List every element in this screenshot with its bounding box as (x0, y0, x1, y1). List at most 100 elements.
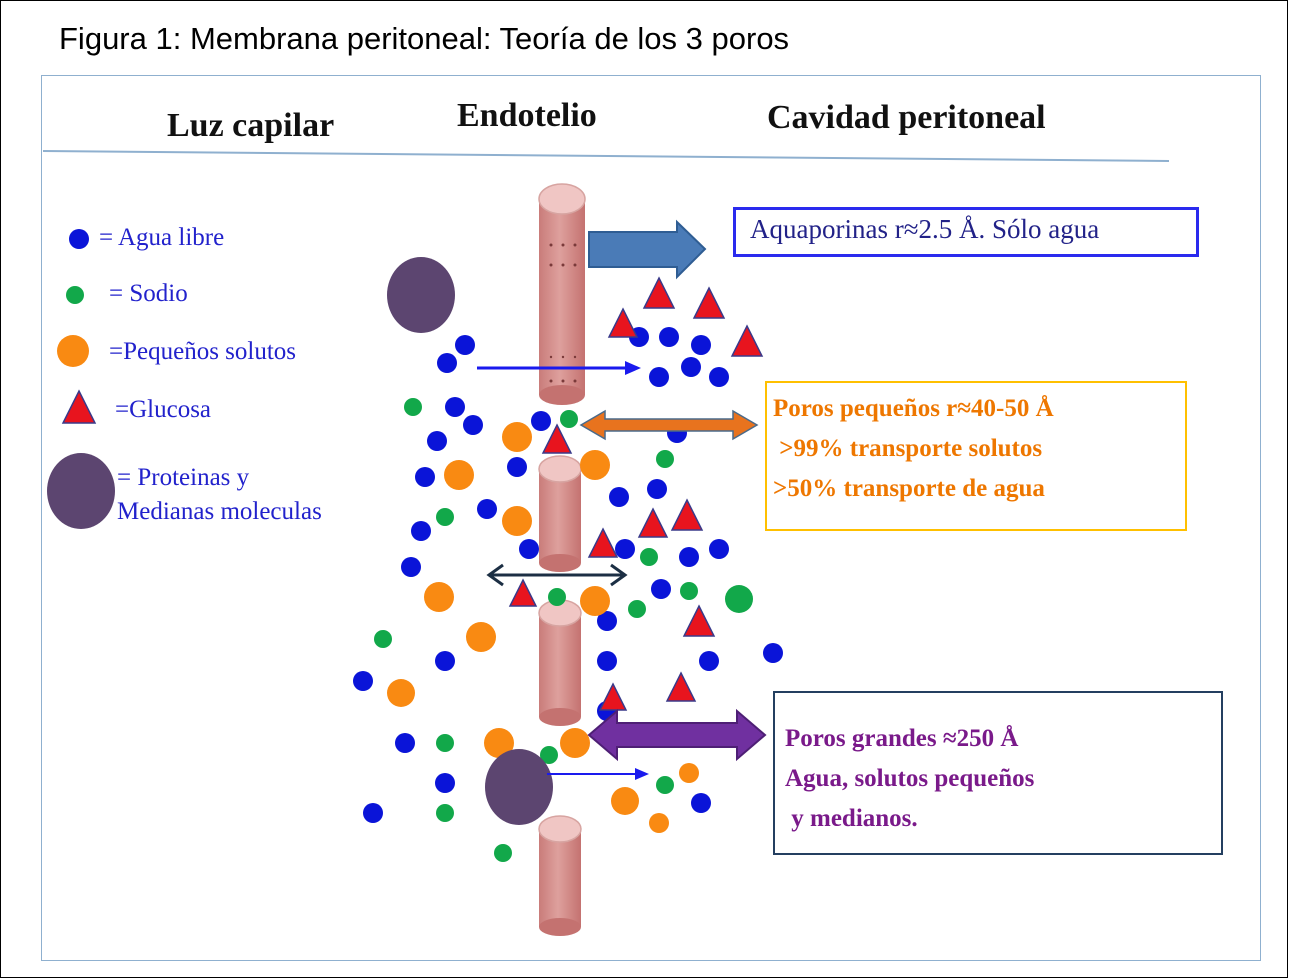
water-molecule (445, 397, 465, 417)
small-solute-molecule (502, 506, 532, 536)
legend-proteins-line-1: = Proteinas y (117, 464, 250, 491)
water-molecule (691, 793, 711, 813)
glucose-molecule (682, 604, 716, 637)
sodium-molecule (436, 734, 454, 752)
molecule-field (47, 229, 783, 862)
small-pores-box: Poros pequeños r≈40-50 Å >99% transporte… (765, 381, 1187, 531)
sodium-molecule (656, 450, 674, 468)
figure-title: Figura 1: Membrana peritoneal: Teoría de… (59, 21, 790, 56)
small-solute-molecule (484, 728, 514, 758)
sodium-molecule (494, 844, 512, 862)
small-solute-molecule (679, 763, 699, 783)
glucose-molecule (637, 507, 669, 538)
water-molecule (659, 327, 679, 347)
sodium-molecule (374, 630, 392, 648)
water-molecule (437, 353, 457, 373)
glucose-molecule (730, 324, 764, 357)
small-solute-molecule (424, 582, 454, 612)
water-molecule (353, 671, 373, 691)
arrow-small-pore-black (486, 563, 628, 587)
small-solute-molecule (502, 422, 532, 452)
water-molecule (395, 733, 415, 753)
glucose-molecule (607, 307, 639, 338)
glucose-molecule (598, 682, 628, 711)
water-molecule (477, 499, 497, 519)
water-molecule (699, 651, 719, 671)
glucose-molecule (508, 578, 538, 607)
water-molecule (609, 487, 629, 507)
sodium-molecule (656, 776, 674, 794)
legend-small-solutes-label: =Pequeños solutos (109, 338, 297, 365)
water-molecule (531, 411, 551, 431)
water-molecule (709, 539, 729, 559)
water-molecule (615, 539, 635, 559)
small-solute-molecule (466, 622, 496, 652)
glucose-molecule (642, 276, 676, 309)
glucose-molecule (587, 527, 619, 558)
cylinder-middle-segment (538, 599, 582, 726)
water-molecule (649, 367, 669, 387)
small-solute-molecule (444, 460, 474, 490)
glucose-molecule (692, 286, 726, 319)
sodium-molecule (725, 585, 753, 613)
aquaporin-channel-dots (549, 243, 577, 383)
large-pores-line-1: Poros grandes ≈250 Å (785, 725, 1019, 752)
water-molecule (679, 547, 699, 567)
sodium-molecule (540, 746, 558, 764)
water-molecule (415, 467, 435, 487)
water-molecule (427, 431, 447, 451)
small-solute-molecule (57, 335, 89, 367)
protein-molecule (387, 257, 455, 333)
arrow-small-pore-bidirectional (579, 409, 759, 441)
small-pores-line-2: >99% transporte solutos (773, 435, 1043, 462)
water-molecule (647, 479, 667, 499)
small-solute-molecule (611, 787, 639, 815)
header-cavidad-peritoneal: Cavidad peritoneal (767, 99, 1046, 136)
arrow-water-thin (477, 361, 641, 375)
water-molecule (691, 335, 711, 355)
water-molecule (435, 651, 455, 671)
sodium-molecule (404, 398, 422, 416)
header-divider (42, 150, 1170, 162)
water-molecule (69, 229, 89, 249)
cylinder-small-pore-segment (538, 455, 582, 572)
cylinder-aquaporin-segment (538, 183, 586, 405)
water-molecule (709, 367, 729, 387)
water-molecule (519, 539, 539, 559)
water-molecule (597, 651, 617, 671)
glucose-molecule (665, 671, 697, 702)
header-luz-capilar: Luz capilar (167, 107, 335, 144)
protein-molecule (485, 749, 553, 825)
small-pores-line-1: Poros pequeños r≈40-50 Å (773, 395, 1054, 422)
sodium-molecule (436, 508, 454, 526)
sodium-molecule (66, 286, 84, 304)
arrow-aquaporin (588, 219, 707, 280)
large-pores-box: Poros grandes ≈250 Å Agua, solutos peque… (773, 691, 1223, 855)
sodium-molecule (628, 600, 646, 618)
glucose-molecule (541, 423, 573, 454)
water-molecule (411, 521, 431, 541)
water-molecule (463, 415, 483, 435)
small-pores-line-3: >50% transporte de agua (773, 475, 1045, 502)
large-pores-line-2: Agua, solutos pequeños (785, 765, 1035, 792)
protein-molecule (47, 453, 115, 529)
small-solute-molecule (560, 728, 590, 758)
small-solute-molecule (387, 679, 415, 707)
legend-glucose-label: =Glucosa (115, 396, 212, 423)
water-molecule (507, 457, 527, 477)
water-molecule (651, 579, 671, 599)
sodium-molecule (680, 582, 698, 600)
sodium-molecule (436, 804, 454, 822)
water-molecule (681, 357, 701, 377)
arrow-large-pore-bidirectional (587, 708, 767, 762)
water-molecule (597, 611, 617, 631)
legend-sodium-label: = Sodio (109, 280, 188, 307)
small-solute-molecule (649, 813, 669, 833)
aquaporins-box: Aquaporinas r≈2.5 Å. Sólo agua (733, 207, 1199, 257)
legend-water-label: = Agua libre (99, 224, 225, 251)
legend-proteins-line-2: Medianas moleculas (117, 498, 322, 525)
glucose-molecule (61, 389, 97, 424)
small-solute-molecule (580, 586, 610, 616)
